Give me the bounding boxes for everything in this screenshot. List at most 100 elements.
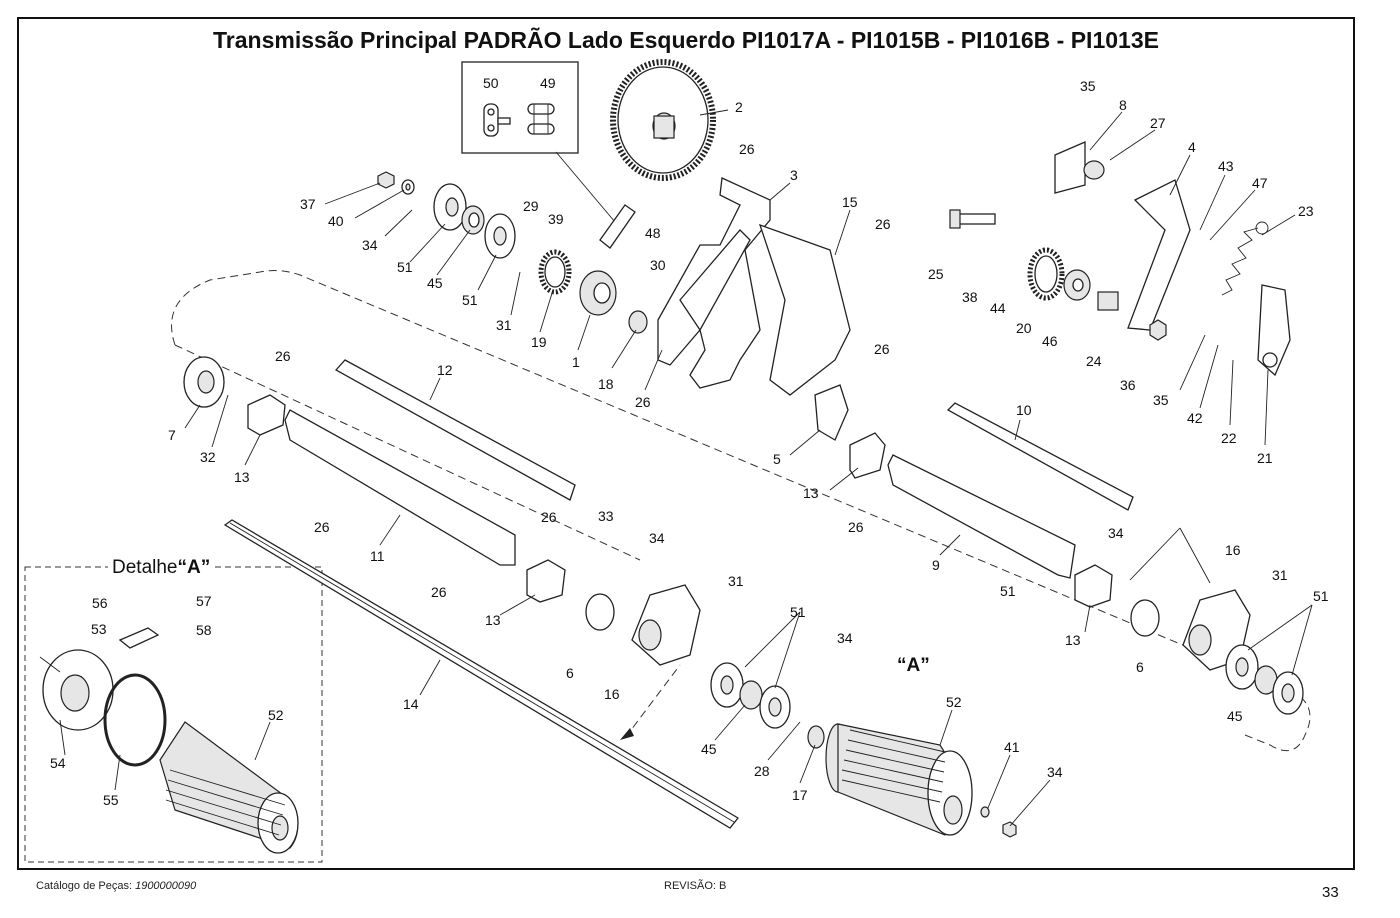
bearing-45-upper [461, 205, 485, 235]
callout: 26 [275, 348, 291, 364]
bracket-13-d [1074, 564, 1113, 608]
callout: 26 [874, 341, 890, 357]
callout: 26 [739, 141, 755, 157]
chain-48 [599, 204, 636, 249]
callout: 31 [728, 573, 744, 589]
detail-a-label: Detalhe“A” [108, 557, 215, 579]
callout: 34 [1047, 764, 1063, 780]
flange-51-right-b [1272, 671, 1304, 715]
callout: 31 [496, 317, 512, 333]
flange-51-lower-a [710, 662, 744, 708]
callout: 49 [540, 75, 556, 91]
bracket-13-c [526, 559, 566, 603]
page-title: Transmissão Principal PADRÃO Lado Esquer… [213, 27, 1159, 53]
flange-51-upper [433, 183, 467, 231]
callout: 44 [990, 300, 1006, 316]
callout: 26 [314, 519, 330, 535]
callout: 26 [431, 584, 447, 600]
callout: 26 [875, 216, 891, 232]
callout: 56 [92, 595, 108, 611]
callout: 51 [1000, 583, 1016, 599]
detail-letter: “A” [177, 557, 211, 578]
callout: 26 [848, 519, 864, 535]
callout: 51 [397, 259, 413, 275]
nut-34-lower [1002, 821, 1017, 838]
callout: 25 [928, 266, 944, 282]
spring-23 [1221, 221, 1269, 296]
callout: 39 [548, 211, 564, 227]
bearing-46 [1063, 269, 1091, 301]
bolt-25 [949, 209, 996, 229]
main-shaft-14 [223, 519, 739, 829]
callout: 50 [483, 75, 499, 91]
callout: 34 [837, 630, 853, 646]
callout: 51 [1313, 588, 1329, 604]
chain-link-connector-49 [527, 103, 555, 135]
callout: 58 [196, 622, 212, 638]
flange-51-lower-b [759, 685, 791, 729]
view-a-marker: “A” [897, 655, 930, 676]
bracket-5 [814, 384, 849, 441]
callout: 43 [1218, 158, 1234, 174]
detail-prefix: Detalhe [112, 557, 178, 578]
clip-53 [118, 627, 160, 649]
detail-roller-52 [159, 721, 299, 854]
catalog-label: Catálogo de Peças: [36, 880, 133, 892]
chain-link-offset-50 [483, 103, 511, 137]
callout: 13 [485, 612, 501, 628]
callout: 46 [1042, 333, 1058, 349]
callout: 9 [932, 557, 940, 573]
callout: 26 [541, 509, 557, 525]
callout: 22 [1221, 430, 1237, 446]
bushing-18 [628, 310, 648, 334]
callout: 3 [790, 167, 798, 183]
callout: 36 [1120, 377, 1136, 393]
callout: 51 [790, 604, 806, 620]
callout: 34 [1108, 525, 1124, 541]
callout: 28 [754, 763, 770, 779]
callout: 12 [437, 362, 453, 378]
revision-label: REVISÃO: B [664, 880, 727, 892]
callout: 10 [1016, 402, 1032, 418]
callout: 1 [572, 354, 580, 370]
bushing-24 [1097, 291, 1119, 311]
nut-37 [377, 171, 395, 189]
bearing-plate-8 [1054, 141, 1105, 194]
guard-channel-11 [284, 409, 516, 566]
callout: 53 [91, 621, 107, 637]
page-frame [17, 17, 1355, 870]
assembly-boundary-lower [174, 344, 641, 561]
main-bracket-3 [657, 177, 771, 389]
callout: 13 [803, 485, 819, 501]
bearing-45-lower-a [739, 680, 763, 710]
hub-1 [579, 270, 617, 316]
callout: 29 [523, 198, 539, 214]
callout: 20 [1016, 320, 1032, 336]
callout: 7 [168, 427, 176, 443]
callout: 26 [635, 394, 651, 410]
callout: 34 [362, 237, 378, 253]
flange-51-right-a [1225, 644, 1259, 690]
callout: 30 [650, 257, 666, 273]
callout: 52 [946, 694, 962, 710]
callout: 6 [1136, 659, 1144, 675]
callout: 35 [1153, 392, 1169, 408]
callout: 16 [1225, 542, 1241, 558]
side-plate-15 [758, 223, 851, 396]
sprocket-19 [538, 249, 572, 295]
callout: 35 [1080, 78, 1096, 94]
leader-lines [39, 109, 1313, 827]
callout: 33 [598, 508, 614, 524]
callout: 19 [531, 334, 547, 350]
catalog-number: 1900000090 [135, 880, 197, 892]
callout: 45 [427, 275, 443, 291]
callout: 18 [598, 376, 614, 392]
callout: 2 [735, 99, 743, 115]
nut-36 [1149, 319, 1167, 341]
callout: 45 [701, 741, 717, 757]
callout: 45 [1227, 708, 1243, 724]
callout: 21 [1257, 450, 1273, 466]
callout: 40 [328, 213, 344, 229]
callout: 52 [268, 707, 284, 723]
